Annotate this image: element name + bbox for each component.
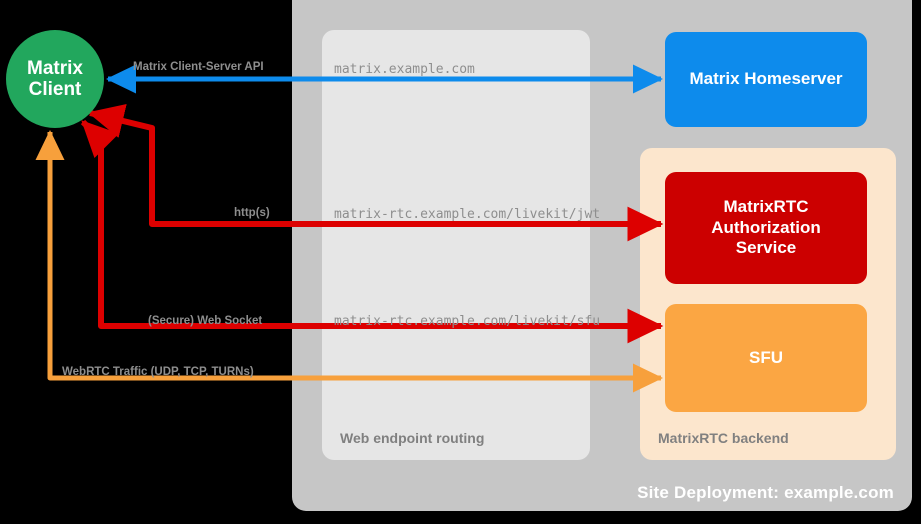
endpoint-livekit-sfu: matrix-rtc.example.com/livekit/sfu bbox=[334, 314, 601, 329]
node-matrixrtc-authorization-service[interactable]: MatrixRTC Authorization Service bbox=[665, 172, 867, 284]
node-matrix-client-line2: Client bbox=[28, 79, 82, 100]
connector-webrtc bbox=[35, 129, 664, 393]
node-auth-line1: MatrixRTC bbox=[723, 197, 809, 217]
connector-label-webrtc-traffic: WebRTC Traffic (UDP, TCP, TURNs) bbox=[62, 366, 254, 378]
web-endpoint-routing-label: Web endpoint routing bbox=[340, 430, 485, 446]
node-sfu-label: SFU bbox=[749, 347, 783, 367]
node-matrix-client-line1: Matrix bbox=[27, 57, 83, 79]
node-sfu[interactable]: SFU bbox=[665, 304, 867, 412]
node-matrix-homeserver[interactable]: Matrix Homeserver bbox=[665, 32, 867, 127]
matrixrtc-backend-label: MatrixRTC backend bbox=[658, 430, 789, 446]
node-matrix-client[interactable]: Matrix Client bbox=[6, 30, 104, 128]
connector-label-matrix-client-server-api: Matrix Client-Server API bbox=[133, 61, 264, 73]
node-matrix-homeserver-label: Matrix Homeserver bbox=[689, 69, 843, 89]
node-auth-line2: Authorization bbox=[711, 217, 821, 237]
endpoint-livekit-jwt: matrix-rtc.example.com/livekit/jwt bbox=[334, 207, 601, 222]
connector-label-https: http(s) bbox=[234, 207, 270, 219]
node-auth-line3: Service bbox=[735, 238, 797, 258]
connector-label-web-socket: (Secure) Web Socket bbox=[148, 315, 263, 327]
site-deployment-label: Site Deployment: example.com bbox=[637, 483, 894, 502]
endpoint-matrix-example-com: matrix.example.com bbox=[334, 62, 475, 77]
